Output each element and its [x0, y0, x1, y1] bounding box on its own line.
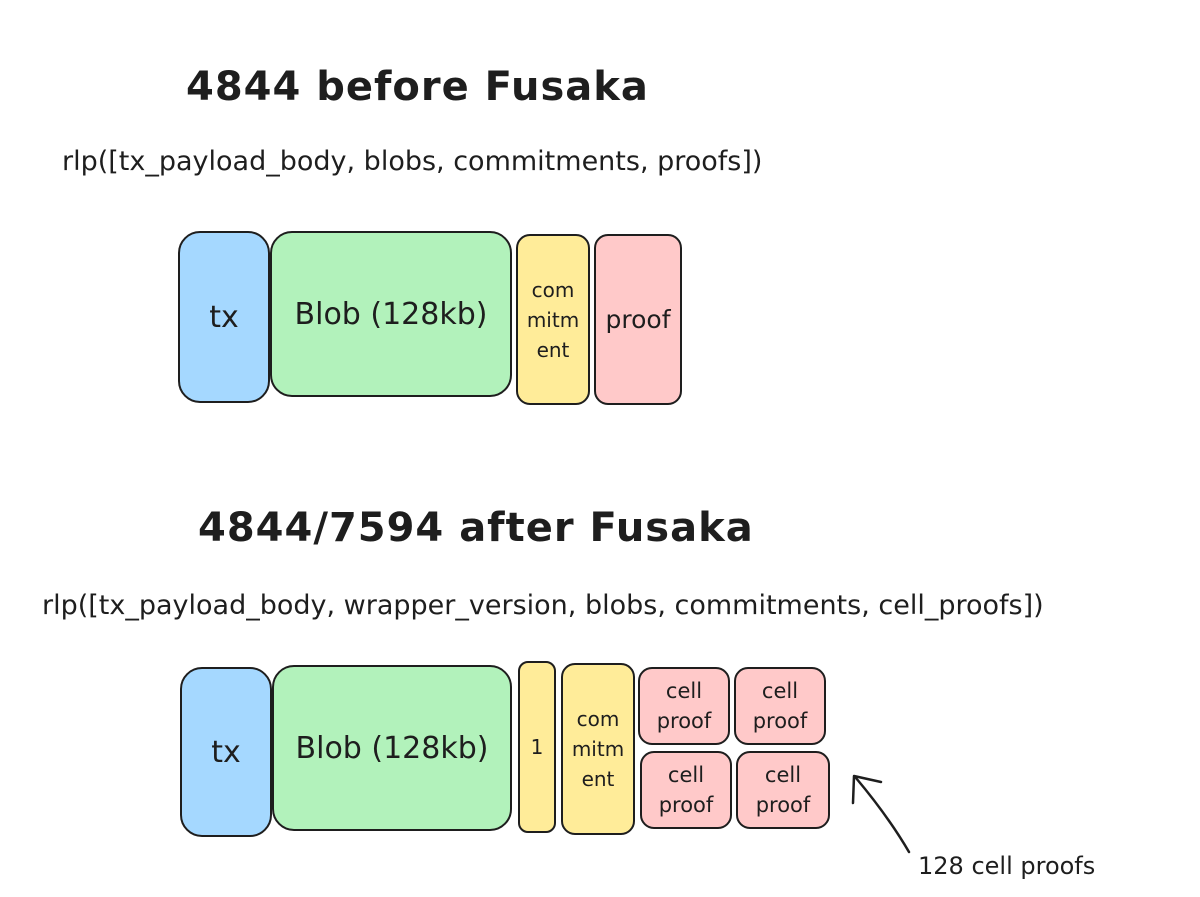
cell-proof-box: cell proof: [640, 751, 732, 829]
before-proof-box: proof: [594, 234, 682, 405]
after-blob-label: Blob (128kb): [295, 730, 489, 766]
cell-proof-line: proof: [658, 793, 714, 817]
cell-proof-line: proof: [755, 793, 811, 817]
cell-proof-box: cell proof: [736, 751, 830, 829]
after-commitment-line: ent: [581, 767, 615, 791]
cell-proof-label: cell proof: [753, 676, 808, 736]
after-commitment-line: com: [576, 707, 620, 731]
before-commitment-line: mitm: [526, 307, 580, 332]
before-tx-box: tx: [178, 231, 270, 403]
cell-proof-line: cell: [761, 679, 799, 703]
cell-proof-line: proof: [656, 709, 712, 733]
after-commitment-label: com mitm ent: [572, 704, 624, 794]
cell-proof-line: cell: [764, 763, 802, 787]
cell-proof-label: cell proof: [659, 760, 714, 820]
after-tx-label: tx: [211, 734, 241, 770]
before-commitment-box: com mitm ent: [516, 234, 590, 405]
after-blob-box: Blob (128kb): [272, 665, 512, 831]
before-title: 4844 before Fusaka: [186, 64, 649, 110]
after-wrapper-version-label: 1: [530, 735, 544, 759]
cell-proof-label: cell proof: [657, 676, 712, 736]
after-commitment-line: mitm: [571, 737, 625, 761]
cell-proof-box: cell proof: [734, 667, 826, 745]
after-commitment-box: com mitm ent: [561, 663, 635, 835]
after-tx-box: tx: [180, 667, 272, 837]
after-wrapper-version-box: 1: [518, 661, 556, 833]
cell-proof-box: cell proof: [638, 667, 730, 745]
before-blob-label: Blob (128kb): [294, 296, 488, 332]
cell-proof-line: proof: [752, 709, 808, 733]
before-commitment-label: com mitm ent: [527, 275, 579, 365]
cell-proof-label: cell proof: [756, 760, 811, 820]
after-rlp-signature: rlp([tx_payload_body, wrapper_version, b…: [42, 590, 1044, 621]
after-title: 4844/7594 after Fusaka: [198, 505, 754, 551]
cell-proof-line: cell: [665, 679, 703, 703]
before-rlp-signature: rlp([tx_payload_body, blobs, commitments…: [62, 146, 763, 177]
before-proof-label: proof: [605, 305, 671, 334]
cell-proofs-annotation: 128 cell proofs: [918, 852, 1096, 880]
before-tx-label: tx: [209, 299, 239, 335]
before-commitment-line: com: [531, 277, 575, 302]
before-commitment-line: ent: [536, 337, 570, 362]
before-blob-box: Blob (128kb): [270, 231, 512, 397]
cell-proof-line: cell: [667, 763, 705, 787]
